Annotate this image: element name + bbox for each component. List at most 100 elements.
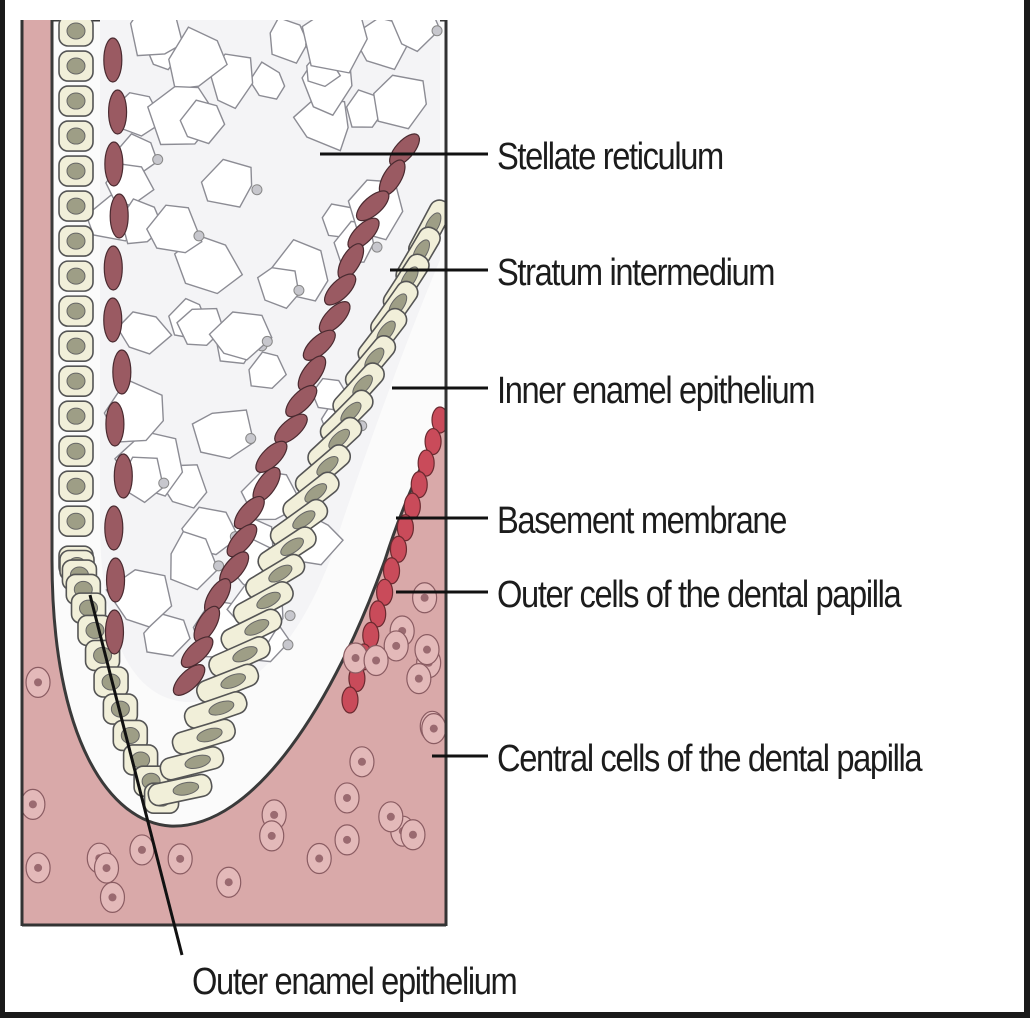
oee-nucleus — [66, 197, 86, 215]
dark-cell — [104, 141, 124, 187]
papilla-cell-nucleus — [343, 793, 352, 802]
label-outer-enamel-epithelium: Outer enamel epithelium — [192, 961, 518, 1003]
central-papilla-cell — [99, 881, 126, 913]
stellate-cell — [168, 26, 228, 90]
stellate-cell — [200, 158, 253, 208]
central-papilla-cell — [349, 746, 375, 778]
stellate-nucleus — [284, 610, 296, 622]
stellate-cell — [170, 530, 219, 591]
oee-nucleus — [66, 267, 86, 285]
stellate-cell — [256, 266, 300, 310]
papilla-cell-nucleus — [343, 835, 352, 844]
iee-cell-group — [245, 553, 306, 600]
central-papilla-cell — [22, 788, 46, 820]
papilla-cell-nucleus — [224, 878, 233, 887]
oee-nucleus — [66, 442, 86, 460]
si-cell — [323, 273, 357, 306]
stellate-cell — [301, 20, 368, 74]
iee-nucleus — [280, 537, 304, 556]
central-papilla-cell — [378, 801, 404, 833]
label-stellate-reticulum: Stellate reticulum — [497, 136, 724, 178]
stellate-cell — [145, 204, 203, 254]
iee-nucleus — [316, 455, 339, 477]
si-cell — [355, 190, 390, 222]
papilla-cell-nucleus — [267, 831, 276, 840]
central-papilla-cell — [334, 782, 360, 814]
stellate-nucleus — [431, 25, 443, 37]
iee-cell-group — [171, 718, 236, 755]
dark-cell — [103, 297, 123, 343]
central-papilla-cell — [383, 630, 409, 662]
stellate-nucleus — [245, 432, 257, 444]
outer-papilla-cell — [410, 471, 428, 499]
oee-nucleus — [66, 22, 86, 40]
iee-cell-group — [220, 608, 283, 652]
dark-cell — [109, 193, 129, 239]
oee-nucleus — [66, 57, 86, 75]
si-cell — [233, 495, 265, 530]
oee-nucleus — [66, 232, 86, 250]
iee-nucleus — [220, 673, 246, 689]
papilla-cell-nucleus — [137, 845, 146, 854]
papilla-cell-nucleus — [372, 656, 381, 665]
iee-nucleus — [196, 727, 223, 743]
stellate-cell — [248, 351, 288, 390]
papilla-cell-nucleus — [108, 893, 117, 902]
outer-papilla-cell — [396, 514, 414, 542]
central-papilla-cell — [216, 866, 242, 898]
papilla-cell-nucleus — [429, 724, 438, 733]
label-outer-cells-dental-papilla: Outer cells of the dental papilla — [497, 574, 902, 616]
dark-cell — [112, 349, 132, 395]
inner-enamel-epithelium-cells — [147, 199, 446, 807]
stellate-cell — [179, 99, 226, 145]
central-papilla-cell — [406, 663, 432, 695]
leader-outer-enamel-epithelium — [88, 594, 184, 956]
stellate-nucleus — [193, 230, 205, 242]
dark-cell — [104, 505, 124, 551]
iee-nucleus — [256, 591, 281, 610]
stellate-nucleus — [213, 560, 225, 572]
iee-nucleus — [184, 754, 211, 769]
stellate-nucleus — [251, 184, 263, 196]
stellate-cell — [129, 20, 184, 57]
papilla-cell-nucleus — [422, 645, 431, 654]
oee-nucleus — [66, 512, 86, 530]
iee-cell-group — [183, 691, 248, 729]
stellate-nucleus — [158, 477, 170, 489]
stellate-nucleus — [371, 241, 383, 253]
stellate-cell — [269, 20, 309, 65]
papilla-cell-nucleus — [34, 678, 43, 687]
central-papilla-cell — [412, 582, 438, 614]
oee-nucleus — [66, 127, 86, 145]
iee-cell-group — [147, 773, 213, 807]
outer-papilla-cell — [417, 449, 435, 477]
top-edge — [0, 0, 1030, 20]
papilla-cell-nucleus — [420, 593, 429, 602]
stellate-cell — [390, 20, 441, 53]
central-papilla-cell — [259, 820, 285, 852]
si-cell — [285, 384, 318, 418]
central-papilla-cell — [25, 852, 51, 884]
stellate-cell — [173, 234, 244, 295]
oee-nucleus — [66, 372, 86, 390]
si-cell — [274, 413, 308, 445]
papilla-cell-nucleus — [357, 757, 366, 766]
stellate-cell — [208, 311, 273, 361]
stellate-cell — [372, 74, 428, 130]
papilla-cell-nucleus — [28, 800, 37, 809]
oee-nucleus — [66, 477, 86, 495]
oee-nucleus — [66, 337, 86, 355]
outer-papilla-cell — [389, 535, 408, 563]
outer-enamel-epithelium-cells — [58, 20, 180, 814]
papilla-cell-nucleus — [351, 654, 360, 663]
papilla-cell-nucleus — [270, 810, 279, 819]
outer-papilla-cell — [369, 600, 387, 628]
si-cell — [318, 301, 351, 334]
right-border — [1024, 0, 1030, 1018]
dark-cells-left — [103, 37, 133, 655]
stellate-nucleus — [261, 335, 273, 347]
iee-nucleus — [244, 618, 270, 636]
si-cell — [255, 440, 288, 473]
